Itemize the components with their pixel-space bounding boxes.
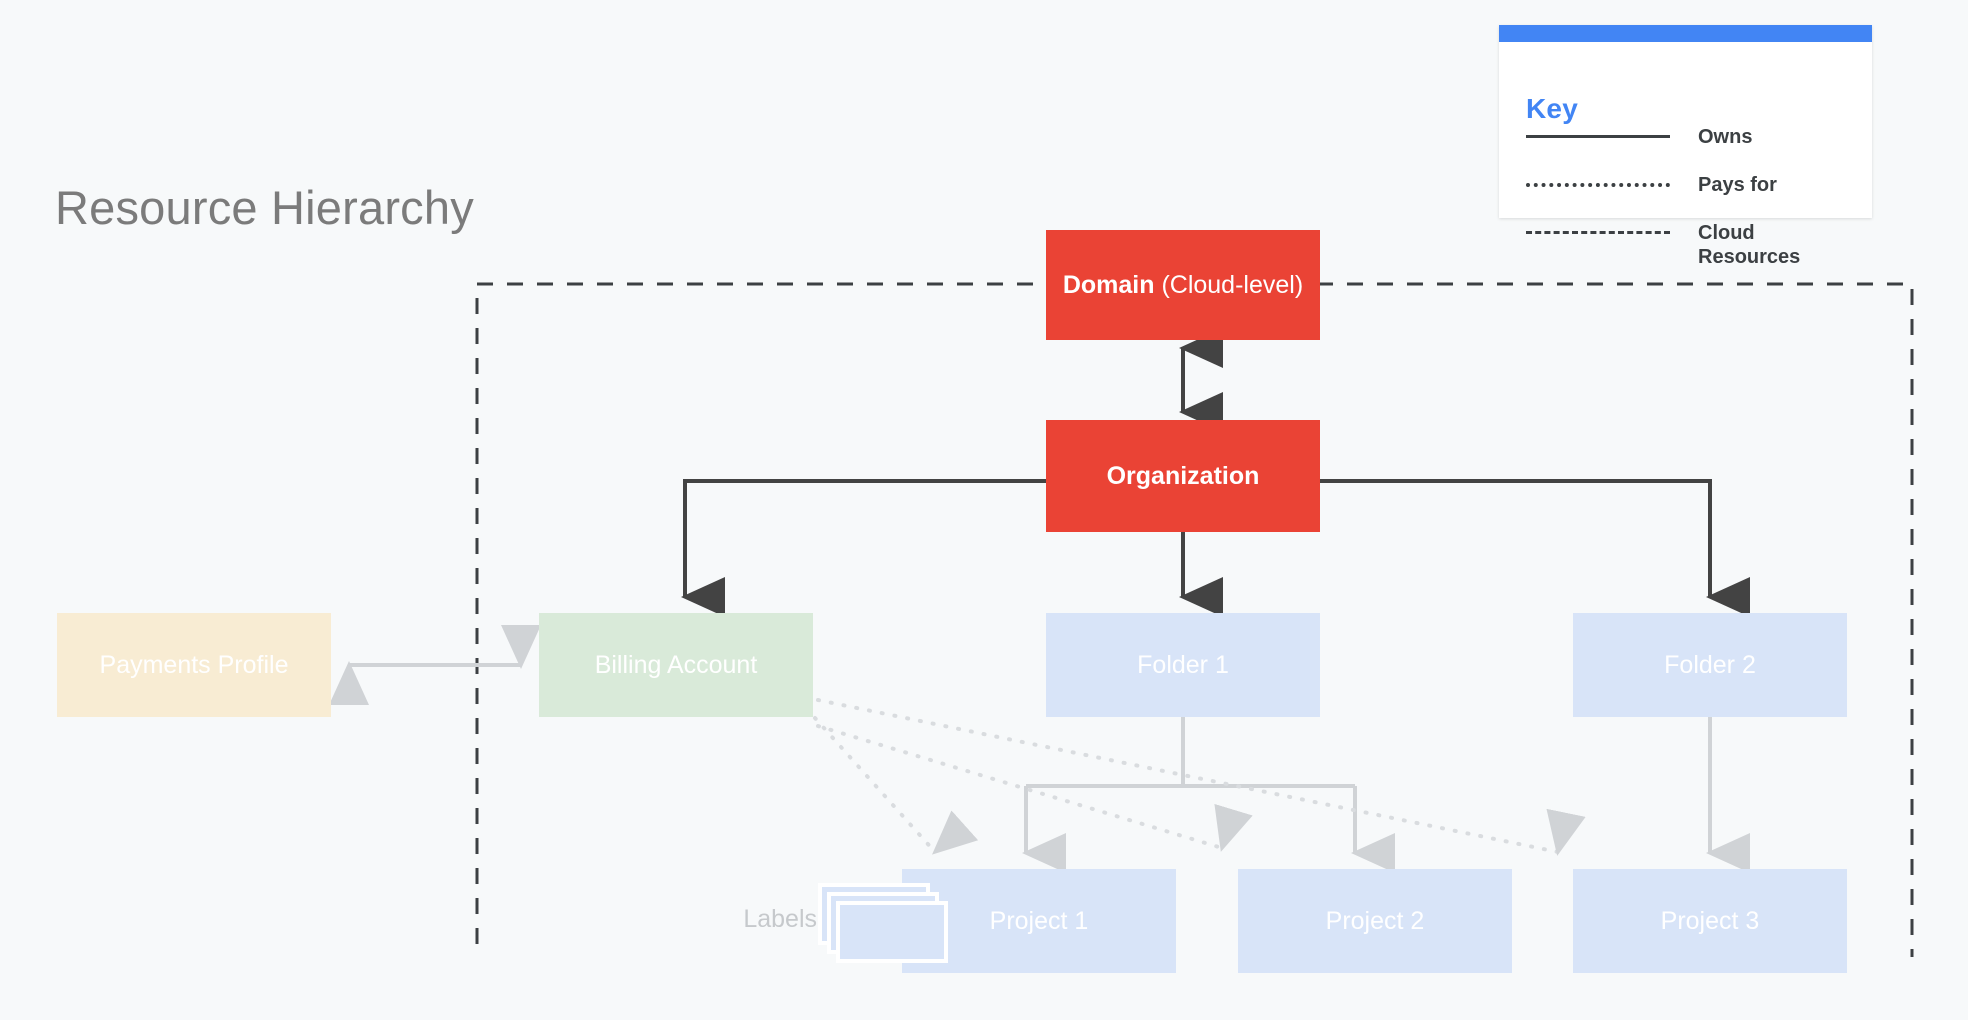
key-label-pays-for: Pays for xyxy=(1698,174,1777,196)
node-billing-account-label: Billing Account xyxy=(594,650,758,679)
labels-annotation: Labels xyxy=(743,905,817,933)
node-domain[interactable]: Domain (Cloud-level) xyxy=(1046,230,1320,340)
page-title: Resource Hierarchy xyxy=(55,181,474,234)
node-project-3-label: Project 3 xyxy=(1660,906,1760,935)
edge-billing-project1 xyxy=(813,716,979,855)
node-folder-1[interactable]: Folder 1 xyxy=(1046,613,1320,717)
node-domain-label: Domain xyxy=(1062,270,1155,299)
edge-organization-billing xyxy=(681,479,1046,617)
node-payments-profile[interactable]: Payments Profile xyxy=(57,613,331,717)
key-accent-bar xyxy=(1499,25,1872,42)
node-payments-profile-label: Payments Profile xyxy=(99,650,289,679)
key-heading: Key xyxy=(1526,93,1578,124)
node-project-2[interactable]: Project 2 xyxy=(1238,869,1512,973)
key-label-owns: Owns xyxy=(1698,126,1753,148)
key-legend: Key Owns Pays for Cloud Resources xyxy=(1499,25,1872,268)
node-project-2-label: Project 2 xyxy=(1325,906,1425,935)
line-sample-dotted-icon xyxy=(1526,173,1670,195)
edge-organization-folder2 xyxy=(1320,479,1750,617)
node-folder-2-label: Folder 2 xyxy=(1664,650,1756,679)
key-rows: Owns Pays for Cloud Resources xyxy=(1526,125,1846,269)
node-folder-2[interactable]: Folder 2 xyxy=(1573,613,1847,717)
node-organization[interactable]: Organization xyxy=(1046,420,1320,532)
line-sample-solid-icon xyxy=(1526,125,1670,147)
key-row-pays-for: Pays for xyxy=(1526,173,1846,207)
edge-billing-project2 xyxy=(816,724,1253,852)
node-folder-1-label: Folder 1 xyxy=(1137,650,1229,679)
node-domain-sublabel: (Cloud-level) xyxy=(1154,270,1304,299)
key-label-cloud-resources: Cloud Resources xyxy=(1698,222,1801,269)
node-billing-account[interactable]: Billing Account xyxy=(539,613,813,717)
key-row-cloud-resources: Cloud Resources xyxy=(1526,221,1846,268)
stacked-cards-icon xyxy=(818,883,958,973)
edge-billing-project3 xyxy=(816,698,1586,856)
node-organization-label: Organization xyxy=(1106,461,1260,490)
line-sample-dashed-icon xyxy=(1526,221,1670,243)
node-project-1-label: Project 1 xyxy=(989,906,1089,935)
key-row-owns: Owns xyxy=(1526,125,1846,159)
node-project-3[interactable]: Project 3 xyxy=(1573,869,1847,973)
stacked-card-front xyxy=(836,901,948,963)
